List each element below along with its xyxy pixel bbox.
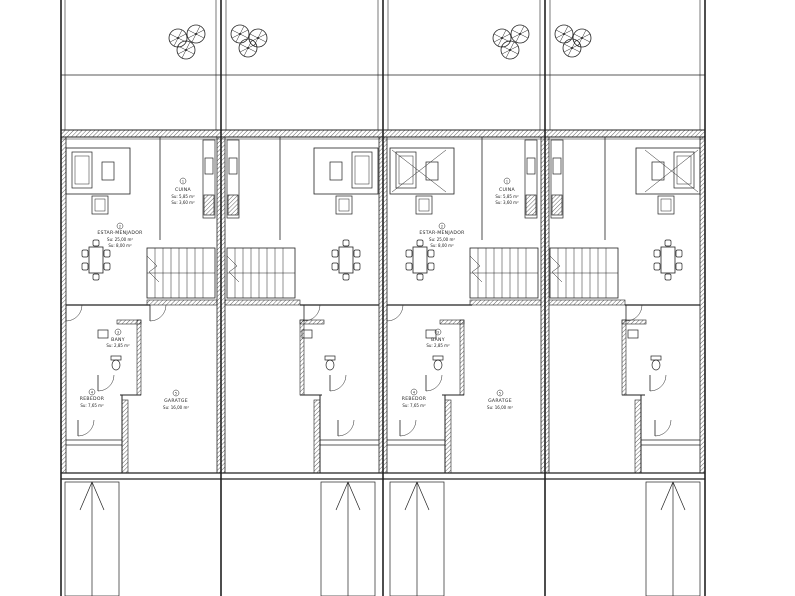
room-name-estar: ESTAR-MENJADOR [97, 230, 143, 236]
room-area: Su: 5,85 m² [171, 194, 195, 199]
unit-a-labels: 1 CUINA Su: 5,85 m² Su: 3,60 m² 2 ESTAR-… [80, 177, 195, 410]
room-area: Su: 2,85 m² [426, 343, 450, 348]
furniture [65, 139, 701, 437]
stairs-icon [469, 247, 539, 299]
room-name-estar: ESTAR-MENJADOR [419, 230, 465, 236]
room-area: Su: 25,00 m² [429, 237, 455, 242]
dining-table-icon [331, 239, 361, 281]
room-area: Su: 7,65 m² [402, 403, 426, 408]
tree-icon [168, 24, 206, 60]
room-name-rebedor: REBEDOR [80, 396, 105, 402]
room-area: Su: 3,60 m² [171, 200, 195, 205]
room-name-cuina: CUINA [499, 187, 516, 193]
door-icon [65, 304, 672, 437]
room-area: Su: 16,00 m² [487, 405, 513, 410]
stairs-icon [549, 247, 619, 299]
toilet-icon [110, 355, 122, 371]
room-number: 3 [117, 331, 119, 335]
room-area: Su: 8,00 m² [430, 243, 454, 248]
tree-icon [230, 24, 268, 58]
stairs-icon [226, 247, 296, 299]
room-name-bany: BANY [431, 337, 445, 343]
sofa-icon [635, 147, 701, 215]
room-number: 3 [437, 331, 439, 335]
room-name-cuina: CUINA [175, 187, 192, 193]
sofa-icon [389, 147, 455, 215]
room-area: Su: 25,00 m² [107, 237, 133, 242]
room-area: Su: 2,85 m² [106, 343, 130, 348]
sofa-icon [65, 147, 131, 215]
room-area: Su: 16,00 m² [163, 405, 189, 410]
building-walls [60, 129, 706, 480]
room-name-garatge: GARATGE [164, 398, 188, 404]
tree-icon [492, 24, 530, 60]
sofa-icon [313, 147, 379, 215]
dining-table-icon [653, 239, 683, 281]
room-number: 2 [119, 225, 121, 229]
room-number: 5 [499, 392, 501, 396]
stairs-icon [146, 247, 216, 299]
room-area: Su: 3,60 m² [495, 200, 519, 205]
driveways [64, 481, 701, 596]
room-area: Su: 7,65 m² [80, 403, 104, 408]
room-number: 4 [91, 391, 93, 395]
room-number: 1 [506, 180, 508, 184]
toilet-icon [324, 355, 336, 371]
room-name-bany: BANY [111, 337, 125, 343]
room-area: Su: 8,00 m² [108, 243, 132, 248]
room-number: 4 [413, 391, 415, 395]
room-area: Su: 5,85 m² [495, 194, 519, 199]
room-name-rebedor: REBEDOR [402, 396, 427, 402]
trees [168, 24, 592, 60]
tree-icon [554, 24, 592, 58]
toilet-icon [432, 355, 444, 371]
room-number: 2 [441, 225, 443, 229]
toilet-icon [650, 355, 662, 371]
room-name-garatge: GARATGE [488, 398, 512, 404]
dining-table-icon [81, 239, 111, 281]
room-number: 5 [175, 392, 177, 396]
unit-c-labels: 1 CUINA Su: 5,85 m² Su: 3,60 m² 2 ESTAR-… [402, 177, 519, 410]
room-number: 1 [182, 180, 184, 184]
